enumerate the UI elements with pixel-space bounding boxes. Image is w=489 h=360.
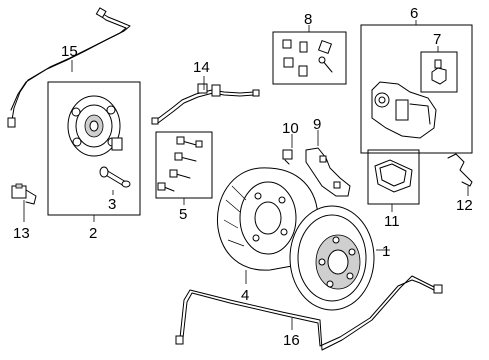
- callout-9: 9: [313, 116, 321, 133]
- brake-hose: [151, 83, 260, 125]
- caliper-bracket: [305, 147, 351, 197]
- bolt-set: [157, 136, 203, 192]
- bleeder-box: [420, 51, 458, 93]
- callout-8: 8: [304, 11, 312, 28]
- callout-1: 1: [382, 243, 390, 260]
- callout-11: 11: [384, 213, 400, 230]
- callout-15: 15: [61, 43, 78, 60]
- upper-brake-line: [7, 7, 131, 128]
- caliper-group-box: [360, 24, 473, 154]
- pad-kit-box: [367, 149, 420, 205]
- callout-12: 12: [456, 197, 473, 214]
- callout-10: 10: [282, 120, 299, 137]
- pin-kit-box: [272, 31, 347, 85]
- callout-7: 7: [433, 31, 441, 48]
- caliper-pin-kit: [282, 39, 333, 77]
- caliper-bolt: [282, 149, 293, 165]
- bleeder-screw: [431, 59, 447, 85]
- callout-13: 13: [13, 225, 30, 242]
- wheel-stud: [99, 166, 131, 188]
- pad-clip: [447, 153, 473, 187]
- brake-caliper: [371, 81, 437, 139]
- callout-labels: 1 2 3 4 5 6 7 8 9 10 11 12 13 14 15 16: [13, 5, 473, 349]
- brake-rotor: [289, 205, 375, 311]
- callout-14: 14: [193, 59, 210, 76]
- leader-lines: [23, 20, 469, 330]
- callout-3: 3: [108, 196, 116, 213]
- lower-brake-line: [175, 275, 443, 351]
- callout-5: 5: [179, 206, 187, 223]
- callout-4: 4: [241, 287, 249, 304]
- wheel-hub: [67, 95, 123, 157]
- callout-2: 2: [89, 225, 97, 242]
- brake-pads: [374, 159, 413, 193]
- speed-sensor: [11, 183, 37, 205]
- callout-6: 6: [410, 5, 418, 22]
- callout-16: 16: [283, 332, 300, 349]
